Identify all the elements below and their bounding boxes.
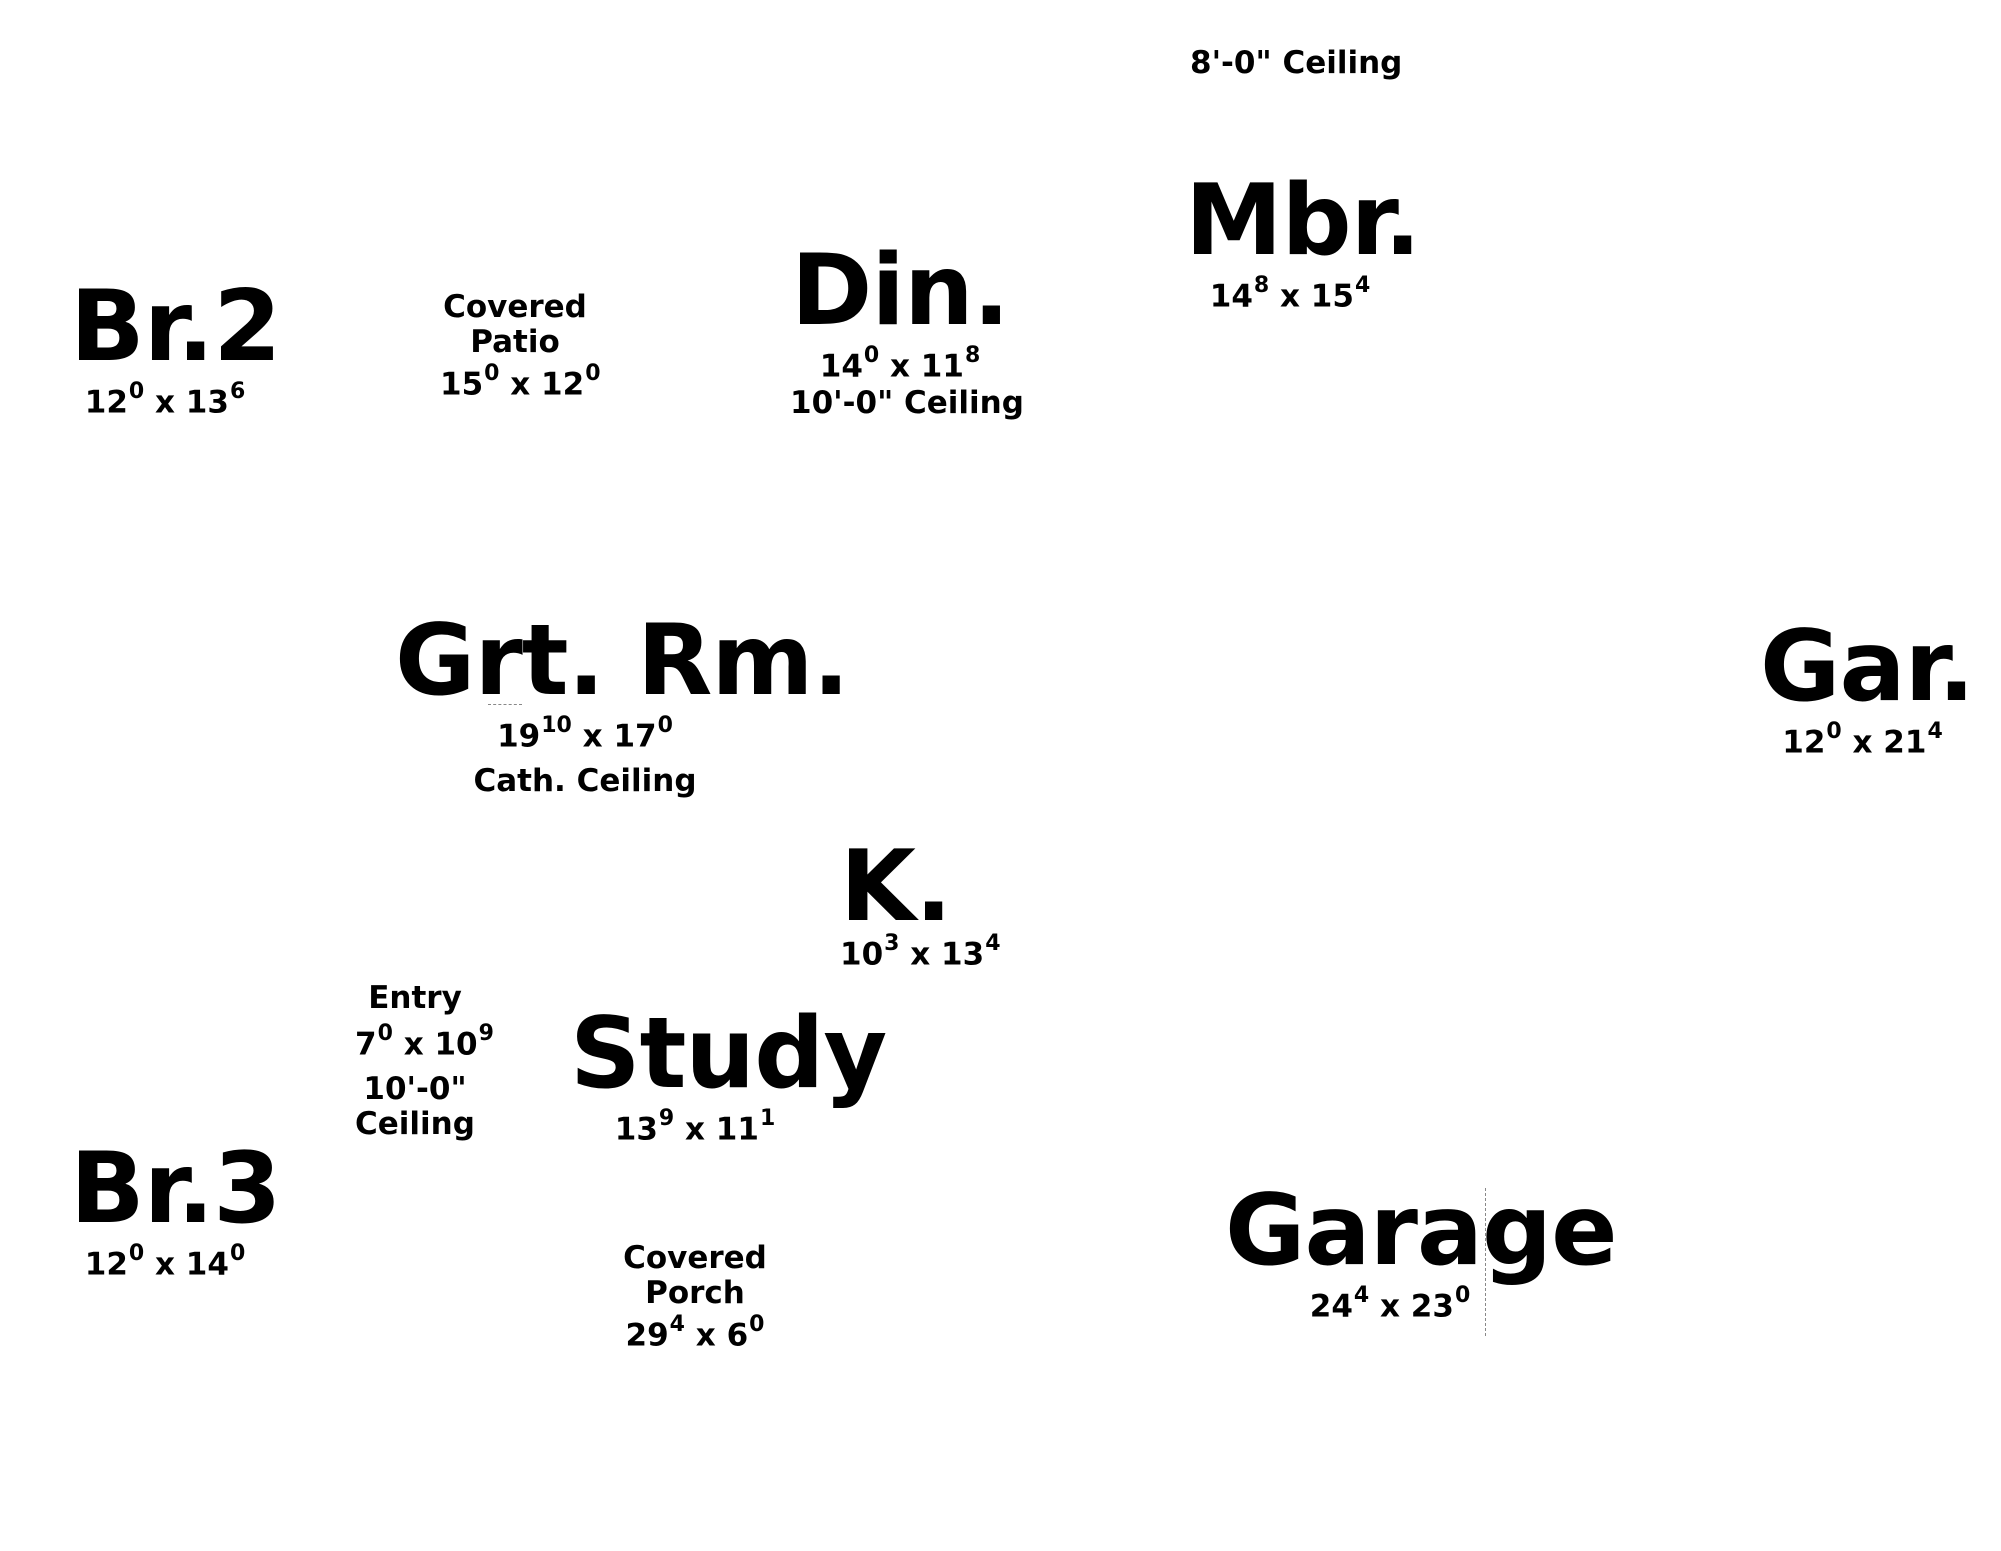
room-name: Study bbox=[570, 997, 887, 1111]
room-gar: Gar. 120 x 214 bbox=[1760, 610, 1975, 761]
room-name: Br.3 bbox=[70, 1132, 281, 1246]
room-name: K. bbox=[840, 830, 952, 944]
room-br3: Br.3 120 x 140 bbox=[70, 1132, 281, 1283]
room-great-room: Grt. Rm. 1910 x 170 Cath. Ceiling bbox=[395, 604, 850, 800]
room-entry: Entry 70 x 109 10'-0" Ceiling bbox=[355, 980, 494, 1143]
room-dimensions: 148 x 154 bbox=[1209, 273, 1371, 315]
room-dining: Din. 140 x 118 10'-0" Ceiling bbox=[790, 234, 1024, 422]
room-master-bedroom: Mbr. 148 x 154 bbox=[1185, 164, 1421, 315]
ceiling-note: 8'-0" Ceiling bbox=[1190, 45, 1403, 81]
room-name: Garage bbox=[1225, 1174, 1618, 1288]
room-dimensions: 70 x 109 bbox=[355, 1021, 494, 1063]
room-name-line2: Patio bbox=[470, 324, 560, 360]
room-dimensions: 120 x 214 bbox=[1782, 719, 1943, 761]
ceiling-note: Cath. Ceiling bbox=[473, 763, 697, 800]
ceiling-note-line1: 10'-0" bbox=[363, 1071, 467, 1108]
ceiling-note: 10'-0" Ceiling bbox=[790, 385, 1024, 422]
room-dimensions: 120 x 140 bbox=[84, 1241, 246, 1283]
room-dimensions: 140 x 118 bbox=[819, 343, 981, 385]
room-name-line1: Covered bbox=[443, 289, 587, 325]
dashed-wall-line bbox=[1485, 1188, 1486, 1336]
room-name: Mbr. bbox=[1185, 164, 1421, 278]
mbr-ceiling-note: 8'-0" Ceiling bbox=[1190, 42, 1402, 79]
room-br2: Br.2 120 x 136 bbox=[70, 270, 281, 421]
room-study: Study 139 x 111 bbox=[570, 997, 887, 1148]
room-name: Din. bbox=[791, 234, 1010, 348]
room-covered-patio: Covered Patio 150 x 120 bbox=[440, 289, 601, 403]
room-dimensions: 1910 x 170 bbox=[497, 713, 673, 755]
room-name-line1: Covered bbox=[623, 1240, 767, 1276]
room-dimensions: 150 x 120 bbox=[440, 361, 601, 403]
room-dimensions: 244 x 230 bbox=[1309, 1283, 1471, 1325]
dashed-wall-line bbox=[488, 704, 522, 705]
room-dimensions: 139 x 111 bbox=[614, 1106, 776, 1148]
room-kitchen: K. 103 x 134 bbox=[840, 838, 1100, 970]
room-covered-porch: Covered Porch 294 x 60 bbox=[620, 1243, 770, 1351]
ceiling-note-line2: Ceiling bbox=[355, 1106, 475, 1143]
room-name: Entry bbox=[368, 980, 462, 1016]
room-dimensions: 120 x 136 bbox=[84, 379, 246, 421]
room-dimensions: 294 x 60 bbox=[625, 1312, 765, 1354]
room-name-line2: Porch bbox=[645, 1275, 745, 1311]
room-name: Gar. bbox=[1760, 610, 1975, 724]
room-name: Grt. Rm. bbox=[395, 604, 850, 718]
room-name: Br.2 bbox=[70, 270, 281, 384]
room-garage: Garage 244 x 230 bbox=[1225, 1174, 1618, 1325]
room-dimensions: 103 x 134 bbox=[840, 931, 1001, 973]
